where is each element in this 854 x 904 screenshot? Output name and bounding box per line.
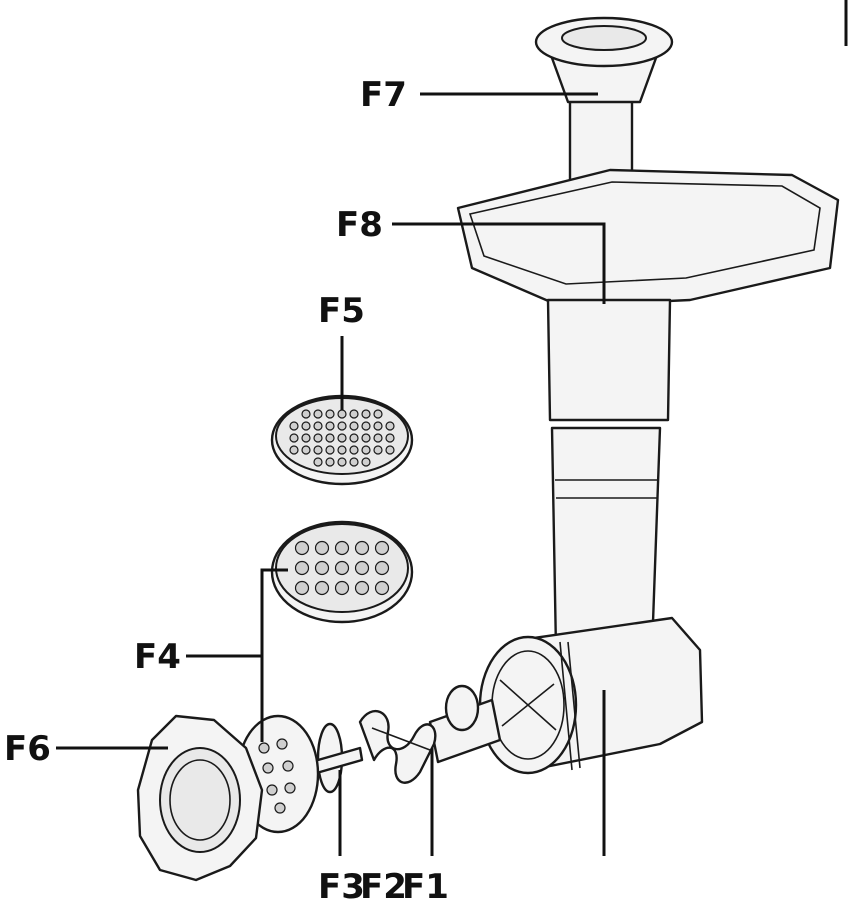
coarse-mincing-disc-part	[270, 520, 414, 624]
disc-hole	[314, 540, 330, 556]
disc-hole	[349, 457, 359, 467]
disc-hole	[337, 421, 347, 431]
disc-hole	[334, 560, 350, 576]
disc-hole	[294, 560, 310, 576]
disc-hole	[325, 421, 335, 431]
disc-hole	[325, 445, 335, 455]
disc-hole	[373, 433, 383, 443]
f8-leader-line	[392, 222, 606, 304]
label-f4: F4	[134, 637, 181, 677]
disc-hole	[373, 421, 383, 431]
disc-hole	[294, 580, 310, 596]
disc-hole	[361, 409, 371, 419]
food-tray-part	[456, 168, 840, 422]
disc-hole	[334, 580, 350, 596]
disc-hole	[325, 409, 335, 419]
grinder-housing-part	[478, 616, 704, 775]
disc-hole	[325, 457, 335, 467]
disc-hole	[301, 445, 311, 455]
disc-hole	[314, 560, 330, 576]
disc-hole	[385, 421, 395, 431]
spiral-auger-part	[358, 710, 437, 784]
disc-hole	[337, 445, 347, 455]
disc-hole	[313, 421, 323, 431]
disc-hole	[325, 433, 335, 443]
disc-hole	[289, 421, 299, 431]
disc-hole	[289, 445, 299, 455]
feed-tube-part	[550, 426, 662, 652]
disc-hole	[337, 433, 347, 443]
label-f6: F6	[4, 729, 51, 769]
disc-hole	[337, 457, 347, 467]
disc-hole	[313, 445, 323, 455]
disc-hole	[354, 580, 370, 596]
disc-hole	[301, 433, 311, 443]
feed-screw-part	[428, 684, 502, 764]
disc-hole	[349, 409, 359, 419]
disc-hole	[354, 540, 370, 556]
disc-hole	[337, 409, 347, 419]
disc-hole	[361, 433, 371, 443]
disc-hole	[313, 433, 323, 443]
disc-hole	[301, 409, 311, 419]
disc-hole	[385, 433, 395, 443]
ring-nut-part	[136, 714, 264, 882]
disc-hole	[385, 445, 395, 455]
disc-hole	[361, 457, 371, 467]
label-f8: F8	[336, 205, 383, 245]
label-f7: F7	[360, 75, 407, 115]
label-f5: F5	[318, 291, 365, 331]
fine-mincing-disc-part	[270, 394, 414, 486]
f4-leader-line	[186, 568, 288, 658]
label-f2: F2	[360, 867, 407, 904]
disc-hole	[314, 580, 330, 596]
disc-hole	[354, 560, 370, 576]
disc-hole	[313, 409, 323, 419]
label-f3: F3	[318, 867, 365, 904]
disc-hole	[349, 421, 359, 431]
disc-hole	[374, 540, 390, 556]
disc-hole	[374, 580, 390, 596]
disc-hole	[361, 445, 371, 455]
disc-hole	[349, 433, 359, 443]
disc-hole	[313, 457, 323, 467]
disc-hole	[301, 421, 311, 431]
disc-hole	[374, 560, 390, 576]
disc-hole	[373, 409, 383, 419]
label-f1: F1	[402, 867, 449, 904]
disc-hole	[294, 540, 310, 556]
disc-hole	[334, 540, 350, 556]
disc-hole	[289, 433, 299, 443]
disc-hole	[349, 445, 359, 455]
disc-hole	[373, 445, 383, 455]
disc-hole	[361, 421, 371, 431]
